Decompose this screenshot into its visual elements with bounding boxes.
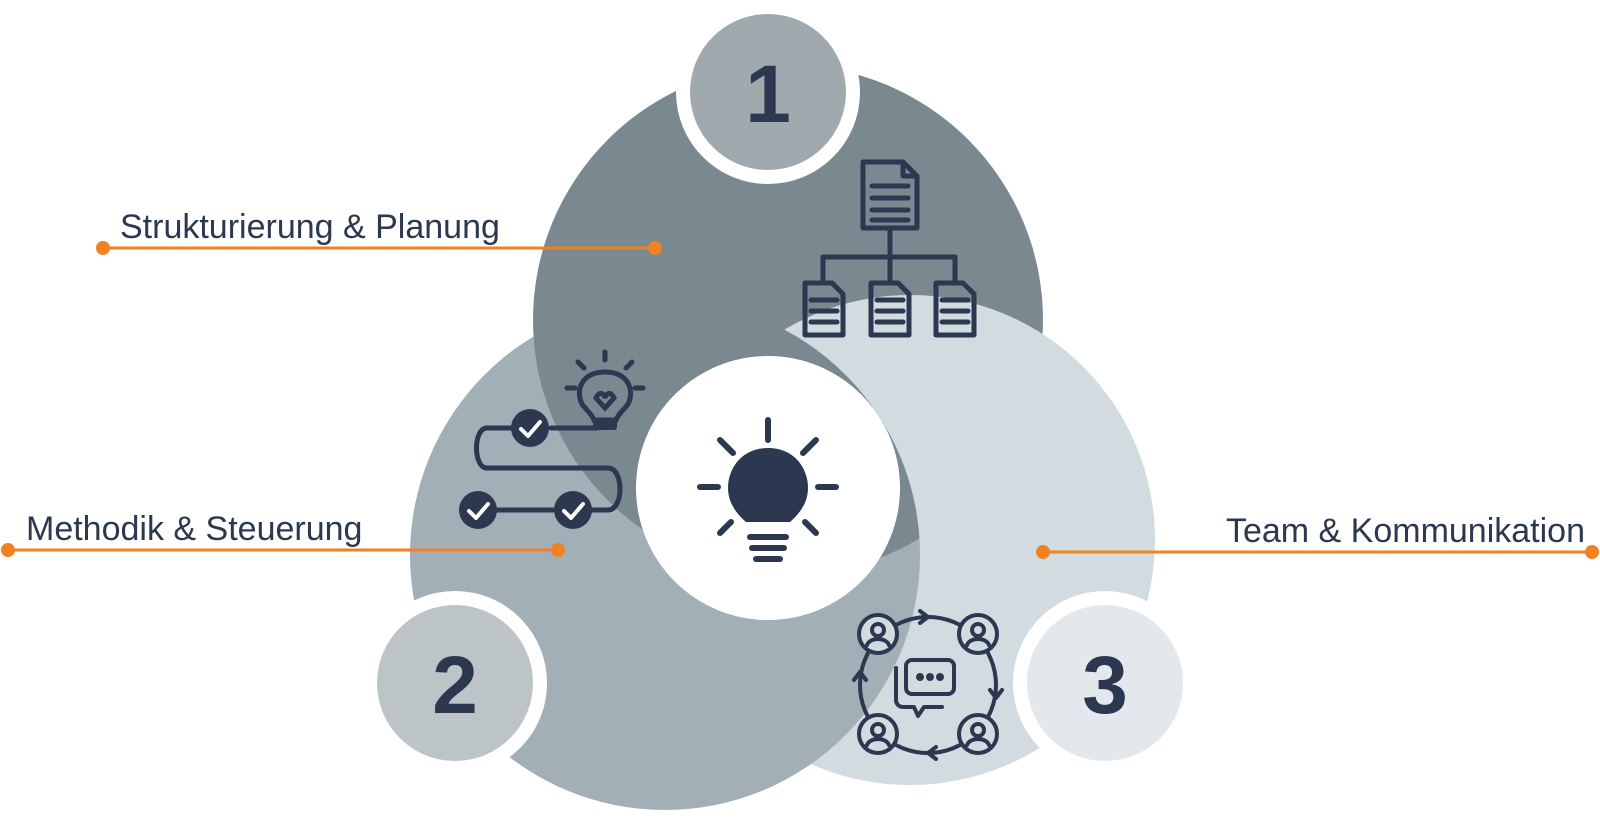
- badge-1: [690, 14, 846, 170]
- lightbulb-icon: [697, 417, 839, 562]
- badge-3: [1027, 605, 1183, 761]
- team-communication-icon: [852, 609, 1004, 761]
- label-team: Team & Kommunikation: [1226, 512, 1585, 550]
- label-team-group: Team & Kommunikation: [1036, 512, 1599, 559]
- badge-1-number: 1: [745, 49, 791, 140]
- leader-dot-team-end: [1585, 545, 1599, 559]
- badge-2-number: 2: [432, 640, 478, 731]
- label-structuring-group: Strukturierung & Planung: [96, 208, 662, 255]
- document-hierarchy-icon: [802, 159, 977, 338]
- idea-process-path-icon: [459, 349, 646, 529]
- label-structuring: Strukturierung & Planung: [120, 208, 500, 246]
- leader-dot-methodology-start: [1, 543, 15, 557]
- leader-dot-structuring-start: [96, 241, 110, 255]
- leader-dot-team-start: [1036, 545, 1050, 559]
- leader-dot-methodology-end: [551, 543, 565, 557]
- label-methodology: Methodik & Steuerung: [26, 510, 362, 548]
- label-methodology-group: Methodik & Steuerung: [1, 510, 565, 557]
- badge-3-number: 3: [1082, 640, 1128, 731]
- badge-2: [377, 605, 533, 761]
- lightbulb-bulb: [728, 448, 808, 522]
- leader-dot-structuring-end: [648, 241, 662, 255]
